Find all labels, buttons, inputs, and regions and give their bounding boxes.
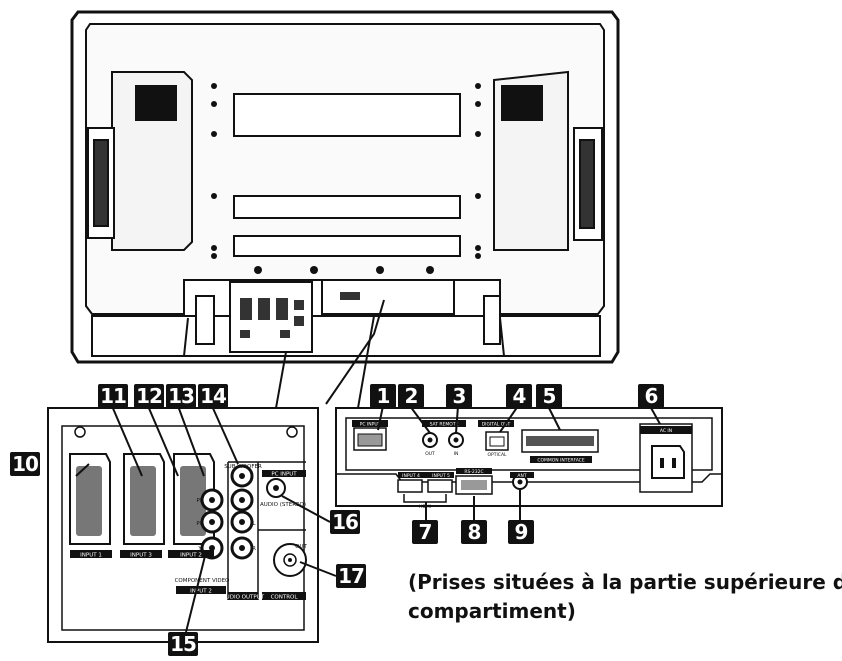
hdmi-input-5-port[interactable] [427,479,453,493]
label-input-4: INPUT 4 [402,473,420,479]
label-optical: OPTICAL [487,452,507,458]
callout-9: 9 [508,520,534,544]
callout-8: 8 [461,520,487,544]
label-ac-in: AC IN [660,428,672,434]
label-sub-woofer: SUB WOOFER [224,464,262,470]
callout-6: 6 [638,384,664,408]
callout-3: 3 [446,384,472,408]
callout-16: 16 [330,510,360,534]
callout-17: 17 [336,564,366,588]
label-input-3: INPUT 3 [130,553,152,559]
label-pc-input: PC INPUT [271,472,297,478]
label-pr: PR [196,521,203,527]
digital-optical-out[interactable] [485,431,509,451]
callout-10: 10 [10,452,40,476]
right-terminal-panel: PC INPUT SAT REMOTE DIGITAL OUT COMMON I… [335,407,723,510]
pc-input-vga-connector[interactable] [357,433,383,447]
callout-1: 1 [370,384,396,408]
label-l: L [252,521,256,527]
label-input-5: INPUT 5 [432,473,450,479]
label-common-interface: COMMON INTERFACE [537,458,585,464]
label-rs232c: RS-232C [464,469,483,475]
location-caption: (Prises situées à la partie supérieure d… [408,568,842,626]
label-r-pc-input: PC INPUT [360,422,381,428]
label-audio-output: AUDIO OUTPUT [222,595,265,601]
hdmi-input-4-port[interactable] [397,479,423,493]
callout-7: 7 [412,520,438,544]
label-ant: ANT [517,473,526,479]
caption-line-1: (Prises situées à la partie supérieure d… [408,570,842,594]
tv-rear-view [70,10,620,364]
callout-11: 11 [98,384,128,408]
label-control: CONTROL [271,595,299,601]
callout-14: 14 [198,384,228,408]
callout-4: 4 [506,384,532,408]
label-pb: PB [196,498,203,504]
label-r: R [252,546,256,552]
label-sat-remote: SAT REMOTE [430,422,459,428]
label-out: OUT [295,544,307,550]
label-input-2-top: INPUT 2 [180,553,202,559]
left-terminal-panel: INPUT 1 INPUT 3 INPUT 2 INPUT 2 CONTROL … [47,407,319,643]
label-input-2: INPUT 2 [190,589,212,595]
label-input-1: INPUT 1 [80,553,102,559]
callout-15: 15 [168,632,198,656]
caption-line-2: compartiment) [408,599,576,623]
label-y: Y [197,546,202,552]
callout-5: 5 [536,384,562,408]
leader-lines [275,299,385,409]
ac-in-socket[interactable] [651,445,685,479]
callout-12: 12 [134,384,164,408]
label-sat-in: IN [454,451,459,457]
label-digital-out: DIGITAL OUT [482,422,511,428]
label-sat-out: OUT [425,451,435,457]
callout-13: 13 [166,384,196,408]
callout-leaders [75,405,661,633]
label-audio-stereo: AUDIO (STEREO) [260,502,306,508]
callout-2: 2 [398,384,424,408]
label-component-video: COMPONENT VIDEO [175,578,230,584]
